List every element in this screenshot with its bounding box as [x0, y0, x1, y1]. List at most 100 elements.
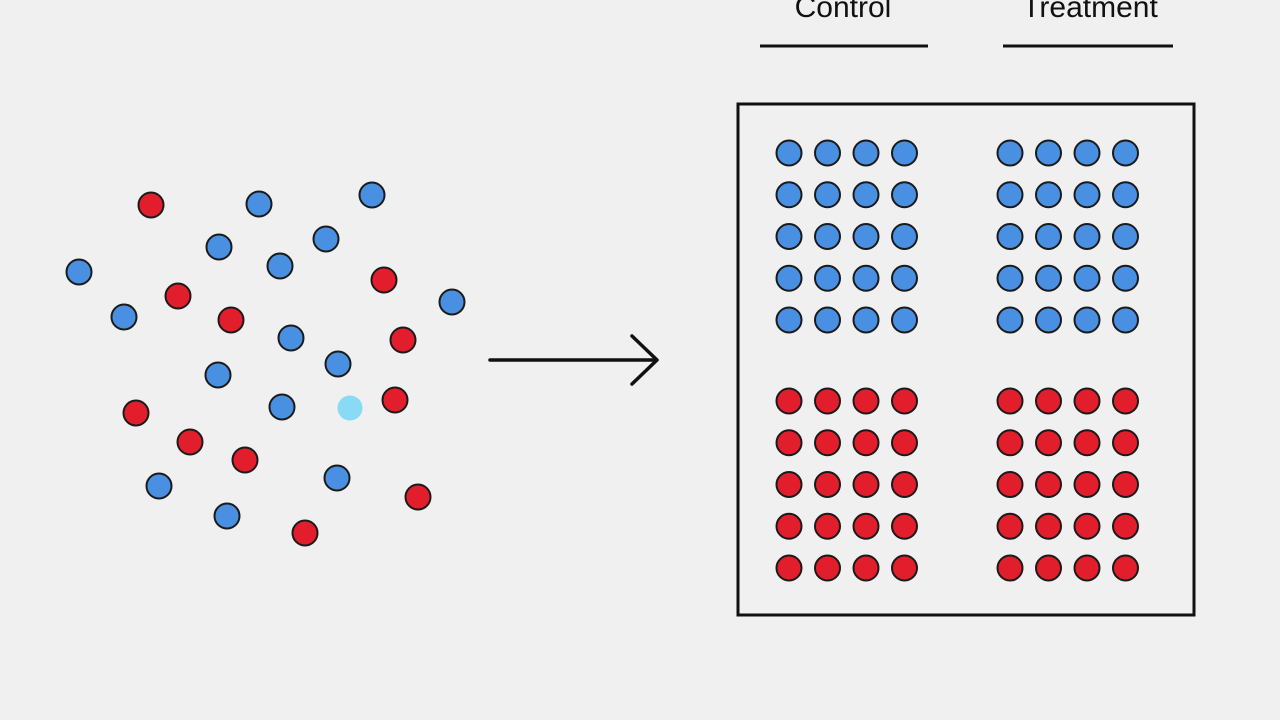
treatment-blue-dot — [1112, 264, 1139, 292]
assignment-frame — [736, 102, 1196, 617]
treatment-blue-dot — [996, 139, 1024, 167]
treatment-blue-dot — [1112, 223, 1139, 250]
control-blue-dot — [775, 306, 803, 334]
red-dot — [291, 519, 319, 547]
red-dot — [217, 306, 245, 334]
treatment-red-dot — [1035, 471, 1062, 498]
arrow-right-icon — [488, 334, 659, 386]
control-red-dot — [852, 554, 880, 582]
red-dot — [370, 266, 398, 294]
treatment-red-dot — [1112, 512, 1139, 540]
unassigned-population — [65, 181, 466, 547]
blue-dot — [205, 233, 233, 261]
treatment-red-dot — [996, 429, 1024, 457]
control-blue-dot — [852, 223, 880, 250]
control-red-dot — [775, 554, 803, 582]
treatment-blue-dot — [1073, 223, 1101, 250]
control-blue-dot — [775, 264, 803, 292]
control-blue-dot — [891, 139, 918, 167]
treatment-blue-dot — [996, 181, 1024, 209]
red-dot — [164, 282, 192, 310]
treatment-red-dot — [996, 512, 1024, 540]
treatment-blue-dot — [996, 223, 1024, 250]
treatment-red-dot — [1035, 554, 1062, 582]
control-red-dot — [891, 471, 918, 498]
control-blue-dot — [891, 223, 918, 250]
red-dot — [137, 191, 165, 219]
treatment-group — [996, 139, 1139, 582]
blue-dot — [213, 502, 241, 530]
treatment-blue-dot — [1035, 223, 1062, 250]
treatment-blue-dot — [1112, 181, 1139, 209]
treatment-red-dot — [1073, 512, 1101, 540]
control-red-dot — [852, 387, 880, 415]
treatment-blue-dot — [1073, 306, 1101, 334]
treatment-red-dot — [1035, 429, 1062, 457]
red-dot — [389, 326, 417, 354]
treatment-red-dot — [1073, 429, 1101, 457]
treatment-blue-dot — [1112, 306, 1139, 334]
treatment-blue-dot — [1073, 139, 1101, 167]
control-blue-dot — [814, 181, 841, 209]
blue-dot — [65, 258, 93, 286]
control-red-dot — [852, 512, 880, 540]
red-dot — [381, 386, 409, 414]
control-red-dot — [852, 471, 880, 498]
red-dot — [231, 446, 259, 474]
red-dot — [122, 399, 150, 427]
control-red-dot — [891, 512, 918, 540]
control-label: Control — [795, 0, 892, 24]
treatment-red-dot — [996, 387, 1024, 415]
blue-dot — [268, 393, 296, 421]
treatment-blue-dot — [1035, 306, 1062, 334]
control-blue-dot — [891, 264, 918, 292]
control-blue-dot — [852, 139, 880, 167]
control-red-dot — [775, 471, 803, 498]
control-blue-dot — [814, 139, 841, 167]
treatment-label: Treatment — [1022, 0, 1158, 24]
blue-dot — [438, 288, 466, 316]
treatment-red-dot — [1112, 554, 1139, 582]
control-red-dot — [775, 512, 803, 540]
control-blue-dot — [814, 223, 841, 250]
control-red-dot — [814, 471, 841, 498]
control-blue-dot — [891, 181, 918, 209]
treatment-red-dot — [1035, 512, 1062, 540]
treatment-blue-dot — [1035, 181, 1062, 209]
control-blue-dot — [852, 181, 880, 209]
control-red-dot — [775, 387, 803, 415]
blue-dot — [277, 324, 305, 352]
treatment-red-dot — [996, 471, 1024, 498]
treatment-blue-dot — [1073, 264, 1101, 292]
blue-dot — [358, 181, 386, 209]
treatment-red-dot — [996, 554, 1024, 582]
control-red-dot — [814, 512, 841, 540]
blue-dot — [323, 464, 351, 492]
control-blue-dot — [852, 306, 880, 334]
treatment-red-dot — [1073, 387, 1101, 415]
control-red-dot — [814, 429, 841, 457]
control-red-dot — [891, 554, 918, 582]
control-red-dot — [775, 429, 803, 457]
treatment-blue-dot — [1073, 181, 1101, 209]
blue-dot — [245, 190, 273, 218]
control-blue-dot — [775, 223, 803, 250]
control-blue-dot — [814, 264, 841, 292]
treatment-blue-dot — [996, 306, 1024, 334]
control-blue-dot — [852, 264, 880, 292]
treatment-red-dot — [1073, 471, 1101, 498]
highlighted-dot — [337, 395, 363, 421]
treatment-red-dot — [1073, 554, 1101, 582]
control-blue-dot — [775, 139, 803, 167]
control-red-dot — [814, 554, 841, 582]
treatment-red-dot — [1112, 471, 1139, 498]
treatment-blue-dot — [1112, 139, 1139, 167]
treatment-blue-dot — [1035, 264, 1062, 292]
control-blue-dot — [775, 181, 803, 209]
blue-dot — [266, 252, 294, 280]
treatment-red-dot — [1112, 387, 1139, 415]
red-dot — [404, 483, 432, 511]
blue-dot — [312, 225, 340, 253]
control-blue-dot — [891, 306, 918, 334]
